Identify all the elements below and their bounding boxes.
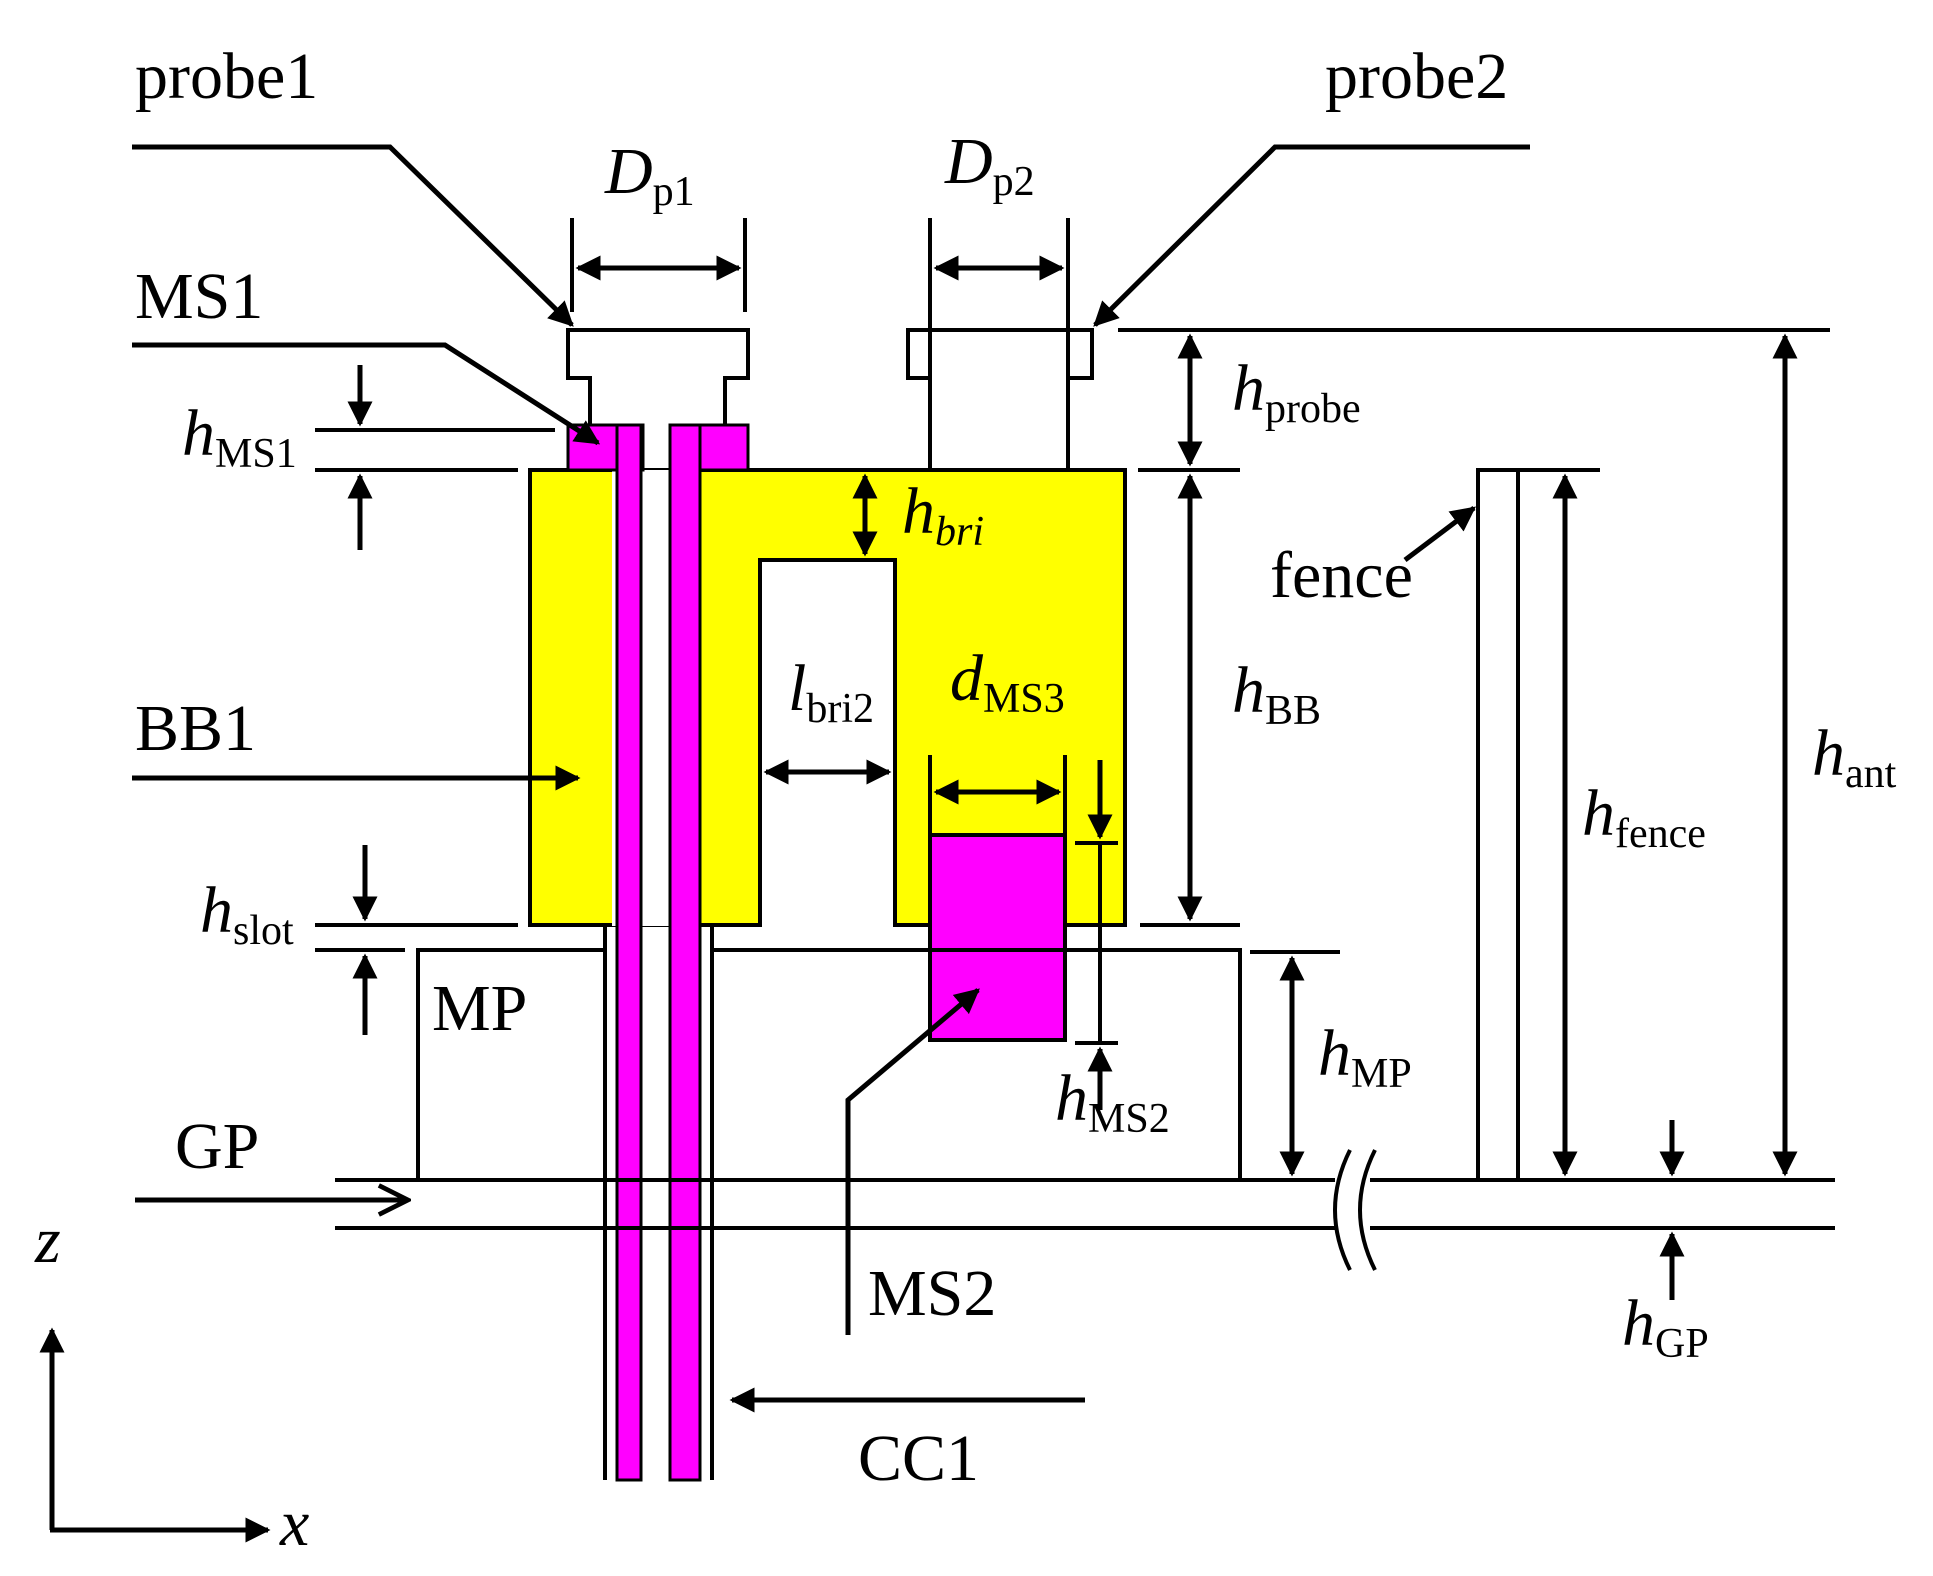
probe1-label: probe1 [135,40,318,113]
hms2-label: hMS2 [1055,1062,1170,1142]
gp-label: GP [175,1110,259,1183]
cc1-inner-right [668,423,702,1482]
hbb-label: hBB [1232,654,1321,734]
ms2-label: MS2 [868,1257,996,1330]
lbri2-label: lbri2 [788,652,874,732]
mp-outline [416,948,1242,1178]
break-mark-right [1358,1149,1377,1271]
hmp-label: hMP [1318,1017,1412,1097]
bb1-label: BB1 [135,692,256,765]
ms1-leader [132,342,601,446]
ms2-block [928,833,1067,1042]
probe1-outline [566,328,750,425]
probe2-label: probe2 [1325,40,1508,113]
fence-leader [1403,506,1476,562]
probe2-leader [1093,144,1530,327]
ms1-label: MS1 [135,260,263,333]
hbri-label: hbri [902,475,984,555]
fence-label: fence [1270,539,1413,612]
probe2-outline [906,328,1094,470]
hslot-label: hslot [200,874,294,954]
cc1-inner-left [615,423,643,1482]
dp1-label: Dp1 [604,135,695,215]
break-mark-left [1333,1149,1352,1271]
cc1-label: CC1 [858,1422,979,1495]
mp-label: MP [432,972,527,1045]
x-axis-label: x [279,1487,309,1560]
hant-label: hant [1812,717,1897,797]
fence [1476,468,1520,1182]
dms3-label: dMS3 [950,642,1065,722]
z-axis-label: z [34,1204,61,1277]
dp2-label: Dp2 [944,125,1035,205]
hfence-label: hfence [1582,777,1706,857]
hgp-label: hGP [1622,1287,1709,1367]
ms2-leader [845,988,980,1335]
probe1-leader [132,144,574,327]
hms1-label: hMS1 [182,397,297,477]
hprobe-label: hprobe [1232,352,1361,432]
